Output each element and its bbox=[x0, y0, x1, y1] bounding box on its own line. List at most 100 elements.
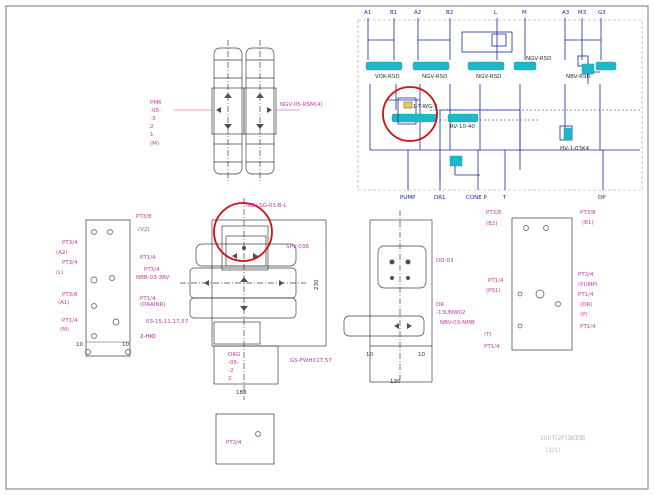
center-bottom-6: 2 bbox=[228, 376, 232, 382]
center-bottom-2: 2-HIO bbox=[140, 334, 156, 340]
port-label-B2: B2 bbox=[446, 10, 453, 16]
hydraulic-schematic: A1 B1 A2 B2 L M A3 M3 G3 bbox=[357, 10, 643, 201]
port-label-pump: PUMP bbox=[400, 195, 416, 201]
small-plate: PT3/4 bbox=[215, 413, 275, 465]
schematic-border bbox=[357, 19, 643, 191]
rb-label-8: (PUMP) bbox=[578, 282, 598, 288]
center-bottom-dim: 188 bbox=[236, 390, 247, 396]
port-label-G3: G3 bbox=[598, 10, 606, 16]
port-label-A1: A1 bbox=[364, 10, 371, 16]
directional-valve-3 bbox=[467, 61, 505, 71]
center-valve-assembly: NBV-SG-03-B-L SPV-03B PT3/4 NBB-03-3RV 2… bbox=[136, 198, 332, 400]
center-side-dim: 230 bbox=[314, 279, 320, 290]
valve-label-3: NGV-RSD bbox=[476, 74, 501, 80]
valve-label-5: NBV-RSD bbox=[566, 74, 591, 80]
left-label-11: PT1/4 bbox=[140, 255, 156, 261]
top-valve-stack: PM6 -05- -3 2 1 (M) NGV-05-RSM(4) bbox=[150, 40, 323, 182]
stack-label-2: -05- bbox=[150, 108, 161, 114]
port-label-A2: A2 bbox=[414, 10, 421, 16]
title-line-2: (1/1) bbox=[546, 447, 560, 454]
center-label-mid1: PT3/4 bbox=[144, 267, 160, 273]
left-label-5: PT3/4 bbox=[62, 260, 78, 266]
stack-label-right: NGV-05-RSM(4) bbox=[280, 102, 323, 108]
port-label-dp: DP bbox=[598, 195, 606, 201]
rb-label-2: (B2) bbox=[486, 221, 498, 227]
port-label-B1: B1 bbox=[390, 10, 397, 16]
port-label-t: T bbox=[502, 195, 507, 201]
center-bottom-4: -05- bbox=[228, 360, 239, 366]
directional-valve-5 bbox=[595, 61, 617, 71]
left-bottom-label: 2-HIO bbox=[140, 334, 156, 340]
port-label-A3: A3 bbox=[562, 10, 570, 16]
right-manifold-block: PT3/8 (B2) PT3/8 (B1) PT1/4 (PS1) PT3/4 … bbox=[484, 210, 598, 351]
title-line-1: 200T(2F)油压图 bbox=[540, 434, 585, 442]
accumulator bbox=[581, 63, 595, 75]
plate-label: PT3/4 bbox=[226, 440, 242, 446]
directional-valve-1 bbox=[365, 61, 403, 71]
directional-valve-2 bbox=[412, 61, 450, 71]
port-label-cone-p: CONE P bbox=[466, 195, 488, 201]
highlight-circle-assembly bbox=[213, 202, 273, 262]
rc-label-2: DR bbox=[436, 302, 444, 308]
port-label-L: L bbox=[494, 10, 498, 16]
center-label-mid2: NBB-03-3RV bbox=[136, 275, 170, 281]
rb-label-11: PT1/4 bbox=[580, 324, 596, 330]
relief-label: RV-10-40 bbox=[450, 124, 475, 130]
rb-label-3: PT3/8 bbox=[580, 210, 596, 216]
directional-valve-4 bbox=[513, 61, 537, 71]
stack-label-4: 2 bbox=[150, 124, 154, 130]
left-label-1: PT3/8 bbox=[136, 214, 152, 220]
left-dim-1: 10 bbox=[76, 342, 83, 348]
left-label-12: (DRAINR) bbox=[140, 302, 165, 308]
rc-label-3: -13UNW02 bbox=[436, 310, 466, 316]
left-manifold-block: PT3/8 (V2) PT3/4 (A2) PT3/4 (L) PT3/8 (A… bbox=[56, 214, 165, 357]
rb-label-14: (DR) bbox=[580, 302, 592, 308]
rc-dim-2: 10 bbox=[418, 352, 425, 358]
center-bottom-3: ORG bbox=[228, 352, 240, 358]
stack-label-3: -3 bbox=[150, 116, 156, 122]
cartridge-label: HV-1-03K4 bbox=[560, 146, 590, 152]
stack-label-6: (M) bbox=[150, 141, 159, 147]
highlight-circle-schematic bbox=[382, 86, 438, 142]
left-label-13: PT1/4 bbox=[140, 296, 156, 302]
rc-label-1: DD-03 bbox=[436, 258, 454, 264]
rb-label-13: PT1/4 bbox=[484, 344, 500, 350]
left-label-9: PT1/4 bbox=[62, 318, 78, 324]
valve-label-2: NGV-RSD bbox=[422, 74, 447, 80]
valve-label-4: NGV-RSD bbox=[526, 56, 551, 62]
stack-label-1: PM6 bbox=[150, 100, 162, 106]
center-top-label: NBV-SG-03-B-L bbox=[246, 203, 287, 209]
center-bottom-1: 03-15,11,17,57 bbox=[146, 319, 189, 325]
center-bottom-right: GS-FWHX1T,57 bbox=[290, 358, 332, 364]
left-label-8: (A1) bbox=[58, 300, 70, 306]
stack-label-5: 1 bbox=[150, 132, 154, 138]
rc-bottom-label: NBV-03-NMB bbox=[440, 320, 475, 326]
module-label: V-41-T-WG-T bbox=[404, 104, 438, 110]
left-label-4: (A2) bbox=[56, 250, 68, 256]
rb-label-7: PT3/4 bbox=[578, 272, 594, 278]
pressure-valve bbox=[447, 113, 479, 123]
rb-label-1: PT3/8 bbox=[486, 210, 502, 216]
valve-label-1: VOK-RSD bbox=[375, 74, 400, 80]
rc-bottom-dim: 130 bbox=[390, 379, 401, 385]
rb-label-9: PT1/4 bbox=[578, 292, 594, 298]
rb-label-6: (PS1) bbox=[486, 288, 501, 294]
left-dim-2: 10 bbox=[122, 342, 129, 348]
port-label-M: M bbox=[522, 10, 527, 16]
center-right-label: SPV-03B bbox=[286, 244, 309, 250]
rb-label-12: (T) bbox=[484, 332, 492, 338]
title-block: 200T(2F)油压图 (1/1) bbox=[540, 434, 585, 454]
right-center-valve: DD-03 DR -13UNW02 NBV-03-NMB 10 10 130 bbox=[343, 210, 475, 385]
rc-dim-1: 10 bbox=[366, 352, 373, 358]
check-valve bbox=[563, 127, 573, 141]
outer-frame bbox=[5, 5, 649, 490]
rb-label-5: PT1/4 bbox=[488, 278, 504, 284]
port-label-M3: M3 bbox=[578, 10, 587, 16]
port-label-dr1: DR1 bbox=[434, 195, 446, 201]
left-label-7: PT3/8 bbox=[62, 292, 78, 298]
center-bottom-5: -2 bbox=[228, 368, 233, 374]
left-label-10: (M) bbox=[60, 327, 69, 333]
rb-label-10: (P) bbox=[580, 312, 588, 318]
